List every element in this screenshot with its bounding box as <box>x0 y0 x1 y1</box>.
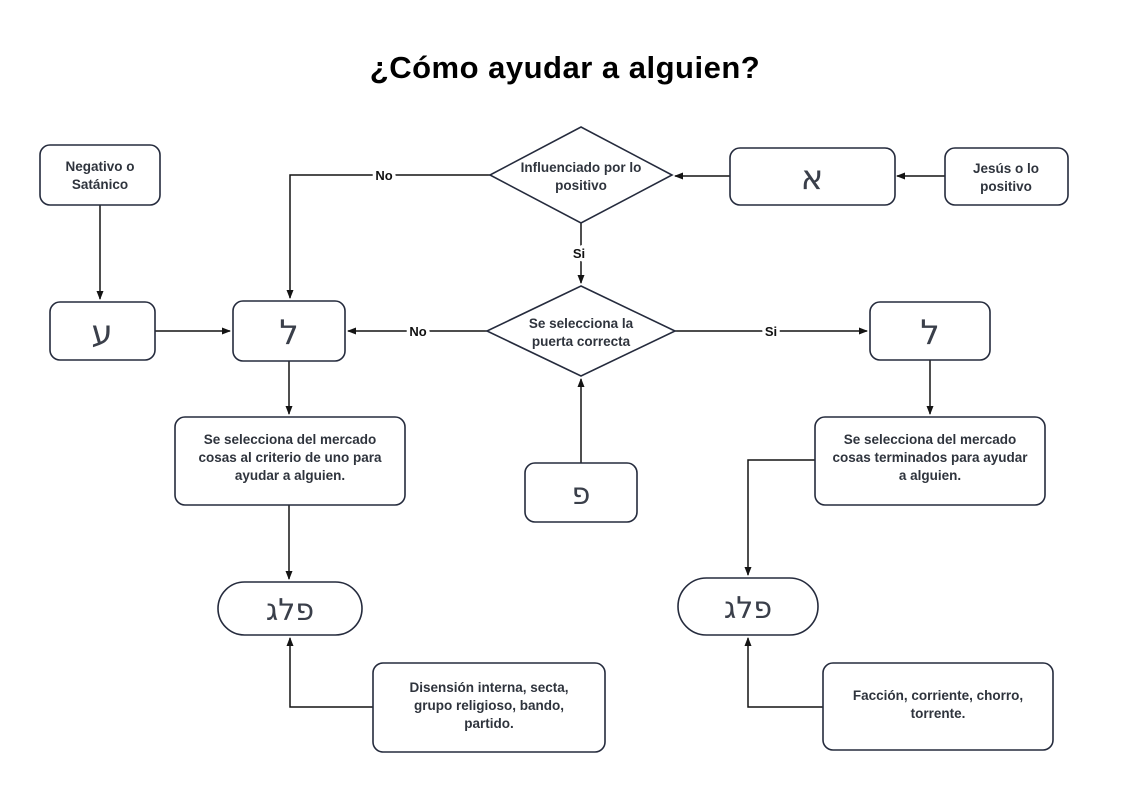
mercado-left-label-line3: ayudar a alguien. <box>235 468 345 483</box>
faccion-label-line1: Facción, corriente, chorro, <box>853 688 1023 703</box>
edge-label-influenciado-si: Si <box>573 246 585 261</box>
disension-label-line3: partido. <box>464 716 514 731</box>
peleg-left-shape <box>217 581 363 636</box>
edge-label-influenciado-no: No <box>375 168 392 183</box>
mercado-left-label-line2: cosas al criterio de uno para <box>198 450 382 465</box>
faccion-label-line2: torrente. <box>911 706 966 721</box>
ayin-shape <box>49 301 156 361</box>
pe-shape <box>524 462 638 523</box>
diagram-title: ¿Cómo ayudar a alguien? <box>370 50 760 85</box>
node-faccion: Facción, corriente, chorro, torrente. <box>822 662 1054 751</box>
node-aleph: א <box>729 147 896 206</box>
node-ayin: ע <box>49 301 156 361</box>
edge-diamond-influenciado-no-to-lamed-left <box>286 174 490 299</box>
node-mercado-left: Se selecciona del mercado cosas al crite… <box>174 416 406 506</box>
node-disension: Disensión interna, secta, grupo religios… <box>372 662 606 753</box>
node-lamed-left: ל <box>232 300 346 362</box>
diamond-puerta-label-line2: puerta correcta <box>532 334 631 349</box>
negativo-satanico-label-line2: Satánico <box>72 177 128 192</box>
diamond-puerta-label-line1: Se selecciona la <box>529 316 634 331</box>
mercado-right-label-line3: a alguien. <box>899 468 961 483</box>
jesus-positivo-label-line2: positivo <box>980 179 1032 194</box>
mercado-left-shape <box>174 416 406 506</box>
disension-label-line1: Disensión interna, secta, <box>409 680 568 695</box>
node-peleg-left: פלג <box>217 581 363 636</box>
mercado-right-shape <box>814 416 1046 506</box>
disension-shape <box>372 662 606 753</box>
node-lamed-right: ל <box>869 301 991 361</box>
disension-label-line2: grupo religioso, bando, <box>414 698 564 713</box>
lamed-left-shape <box>232 300 346 362</box>
node-negativo-satanico: Negativo o Satánico <box>39 144 161 206</box>
aleph-shape <box>729 147 896 206</box>
edge-faccion-to-peleg-right <box>744 637 823 708</box>
peleg-right-shape <box>677 577 819 636</box>
jesus-positivo-label-line1: Jesús o lo <box>973 161 1039 176</box>
pe-label: פ <box>572 477 591 512</box>
mercado-left-label-line1: Se selecciona del mercado <box>204 432 377 447</box>
edge-label-puerta-no: No <box>409 324 426 339</box>
diamond-puerta-shape <box>485 285 677 377</box>
lamed-left-label: ל <box>279 313 298 353</box>
node-jesus-positivo: Jesús o lo positivo <box>944 147 1069 206</box>
edge-mercado-right-to-peleg-right <box>744 459 815 576</box>
ayin-label: ע <box>91 313 112 353</box>
negativo-satanico-label-line1: Negativo o <box>65 159 134 174</box>
mercado-right-label-line1: Se selecciona del mercado <box>844 432 1017 447</box>
peleg-left-label: פלג <box>266 593 314 628</box>
node-diamond-influenciado: Influenciado por lo positivo <box>488 126 674 224</box>
faccion-shape <box>822 662 1054 751</box>
peleg-right-label: פלג <box>724 591 772 626</box>
edge-label-puerta-si: Si <box>765 324 777 339</box>
diamond-influenciado-label-line2: positivo <box>555 178 607 193</box>
node-mercado-right: Se selecciona del mercado cosas terminad… <box>814 416 1046 506</box>
aleph-label: א <box>801 158 824 198</box>
jesus-positivo-shape <box>944 147 1069 206</box>
edge-disension-to-peleg-left <box>286 637 373 708</box>
diamond-influenciado-label-line1: Influenciado por lo <box>521 160 642 175</box>
node-pe: פ <box>524 462 638 523</box>
lamed-right-label: ל <box>920 313 939 353</box>
node-diamond-puerta: Se selecciona la puerta correcta <box>485 285 677 377</box>
lamed-right-shape <box>869 301 991 361</box>
negativo-satanico-shape <box>39 144 161 206</box>
node-peleg-right: פלג <box>677 577 819 636</box>
mercado-right-label-line2: cosas terminados para ayudar <box>832 450 1028 465</box>
diamond-influenciado-shape <box>488 126 674 224</box>
